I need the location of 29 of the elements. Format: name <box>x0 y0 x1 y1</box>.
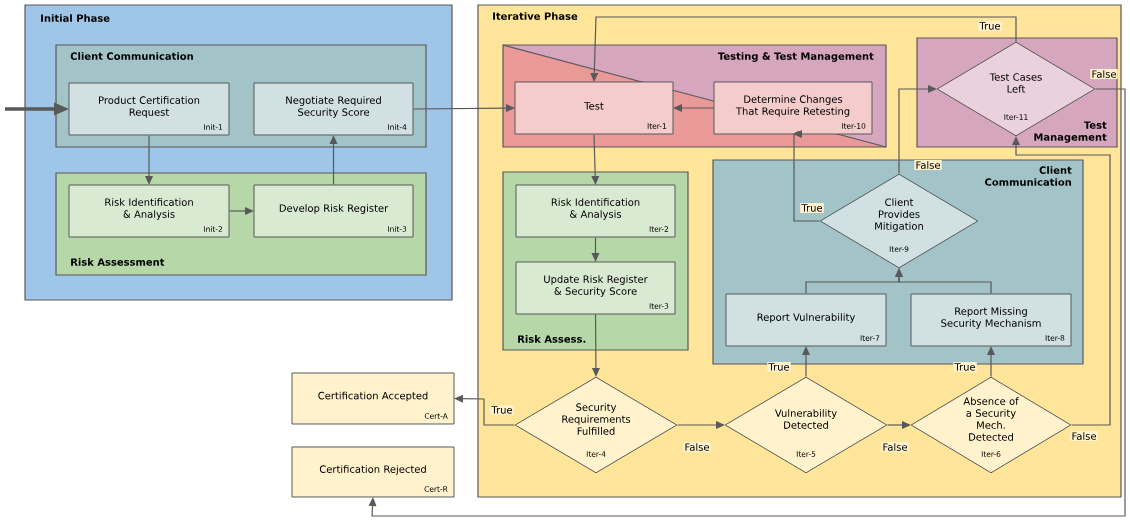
arrow <box>676 421 725 429</box>
arrow <box>898 85 937 175</box>
arrow <box>454 394 516 426</box>
arrow <box>987 346 995 378</box>
arrow <box>5 102 69 116</box>
arrow <box>412 104 515 113</box>
arrow <box>228 207 254 215</box>
arrow <box>895 268 992 295</box>
edge-label: False <box>1070 430 1098 442</box>
arrow <box>591 313 600 377</box>
arrow <box>802 346 810 378</box>
arrow <box>886 421 911 429</box>
arrow <box>590 16 1017 82</box>
edge-label: True <box>490 405 514 415</box>
edge-label: False <box>1090 68 1118 80</box>
edge-label: False <box>914 159 942 171</box>
edge-label: True <box>767 362 791 372</box>
arrow <box>145 134 153 185</box>
arrow <box>591 133 600 185</box>
edge-label: True <box>978 21 1002 31</box>
arrow <box>673 104 715 112</box>
arrow <box>329 135 338 186</box>
arrow <box>1012 136 1111 426</box>
arrow <box>793 130 821 222</box>
edge-label: False <box>683 441 711 453</box>
edge-label: True <box>800 203 824 213</box>
edge-label: False <box>881 441 909 453</box>
arrow <box>591 236 600 262</box>
edge-label: True <box>953 362 977 372</box>
